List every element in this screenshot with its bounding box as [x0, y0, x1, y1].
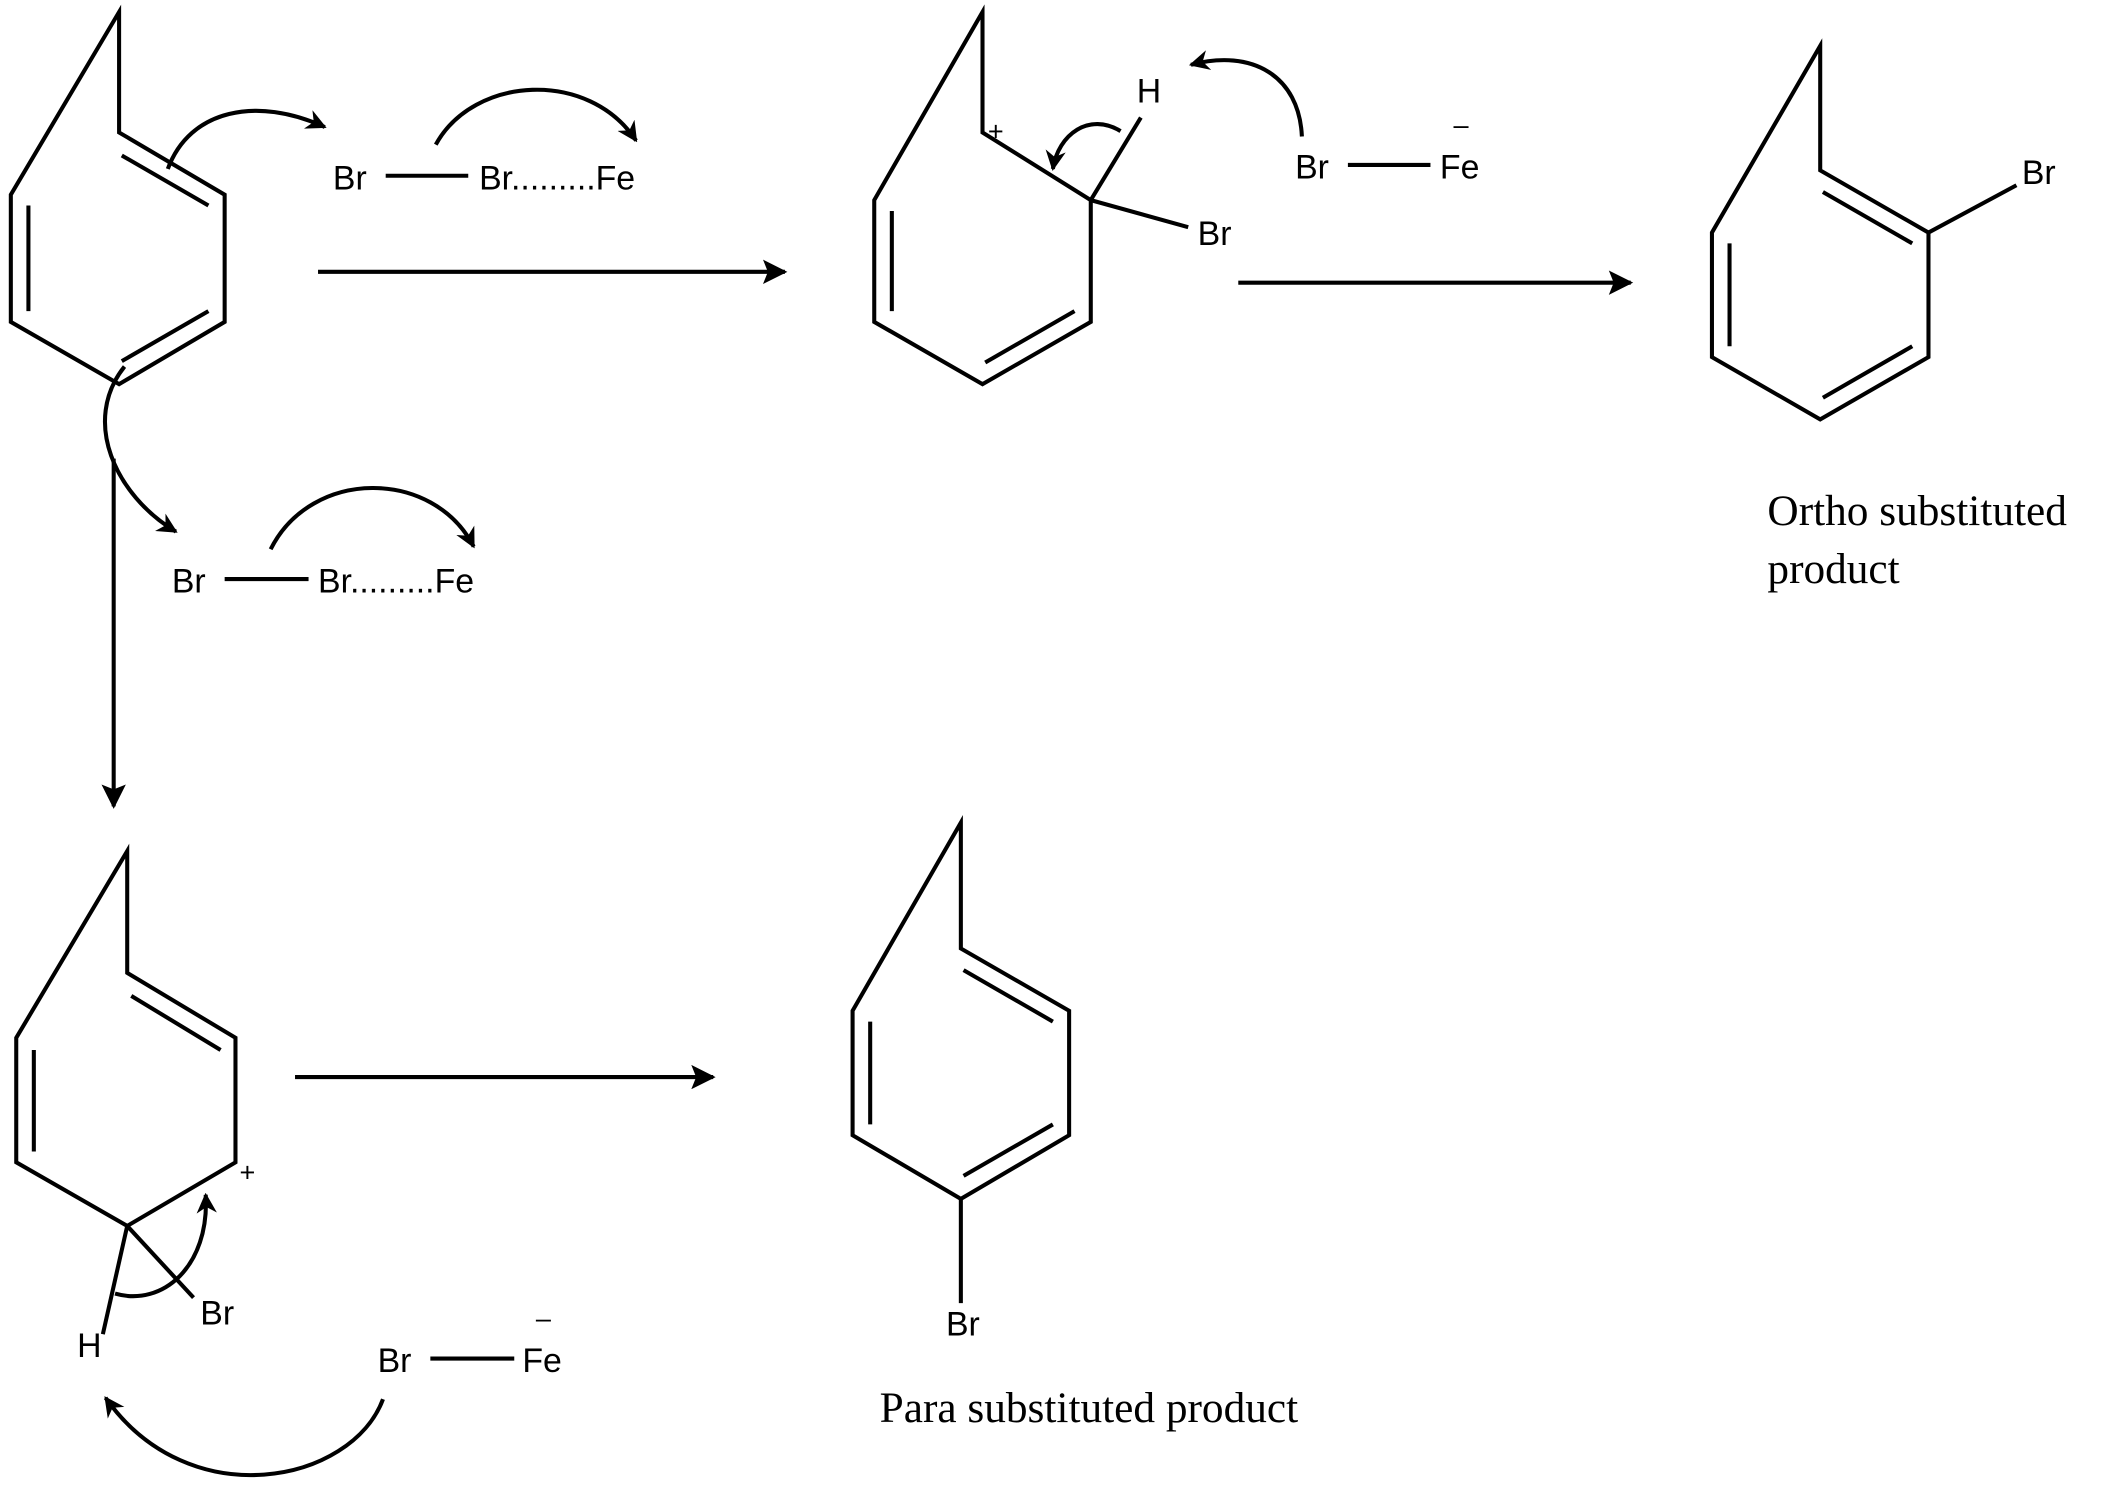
curved-arrow-br-to-h-top [1188, 50, 1304, 137]
svg-text:Br: Br [172, 563, 206, 601]
svg-text:H: H [1137, 73, 1161, 111]
br2-fe-complex-top: Br Br.........Fe [333, 159, 635, 197]
svg-text:Br: Br [378, 1342, 412, 1380]
curved-arrow-ring-to-br [165, 108, 327, 170]
curved-arrow-ch-to-ring-ortho [1045, 122, 1122, 171]
ortho-product-caption-line2: product [1767, 545, 1899, 593]
svg-text:Br: Br [333, 159, 367, 197]
svg-text:Fe: Fe [1440, 148, 1479, 186]
curved-arrow-ch-to-ring-para [114, 1192, 217, 1299]
para-sigma-complex: + H Br [14, 843, 256, 1365]
curved-arrow-br-to-fe-top [433, 87, 638, 146]
svg-text:Br: Br [1198, 215, 1232, 253]
curved-arrow-ring-to-br-para [103, 365, 178, 534]
br2-fe-complex-left: Br Br.........Fe [172, 563, 474, 601]
para-bromotoluene: Br [850, 815, 1072, 1344]
ortho-product-caption: Ortho substituted [1767, 487, 2067, 535]
svg-text:Fe: Fe [522, 1342, 561, 1380]
svg-text:+: + [240, 1157, 256, 1187]
toluene-start [8, 4, 227, 387]
svg-text:+: + [988, 117, 1004, 147]
ortho-bromotoluene: Br [1709, 38, 2056, 422]
curved-arrow-br-to-fe-left [268, 486, 476, 551]
curved-arrow-br-to-h-bottom [103, 1396, 385, 1478]
svg-text:Br: Br [946, 1306, 980, 1344]
svg-text:Br: Br [2022, 154, 2056, 192]
svg-text:–: – [536, 1303, 552, 1333]
svg-text:Br.........Fe: Br.........Fe [318, 563, 474, 601]
febr-anion-top: Br Fe – [1295, 110, 1479, 187]
febr-anion-bottom: Br Fe – [378, 1303, 562, 1380]
svg-text:–: – [1453, 110, 1469, 140]
ortho-sigma-complex: + H Br [872, 4, 1232, 387]
svg-text:Br: Br [200, 1295, 234, 1333]
para-product-caption: Para substituted product [880, 1384, 1298, 1432]
svg-text:H: H [77, 1327, 101, 1365]
svg-text:Br: Br [1295, 148, 1329, 186]
svg-text:Br.........Fe: Br.........Fe [479, 159, 635, 197]
